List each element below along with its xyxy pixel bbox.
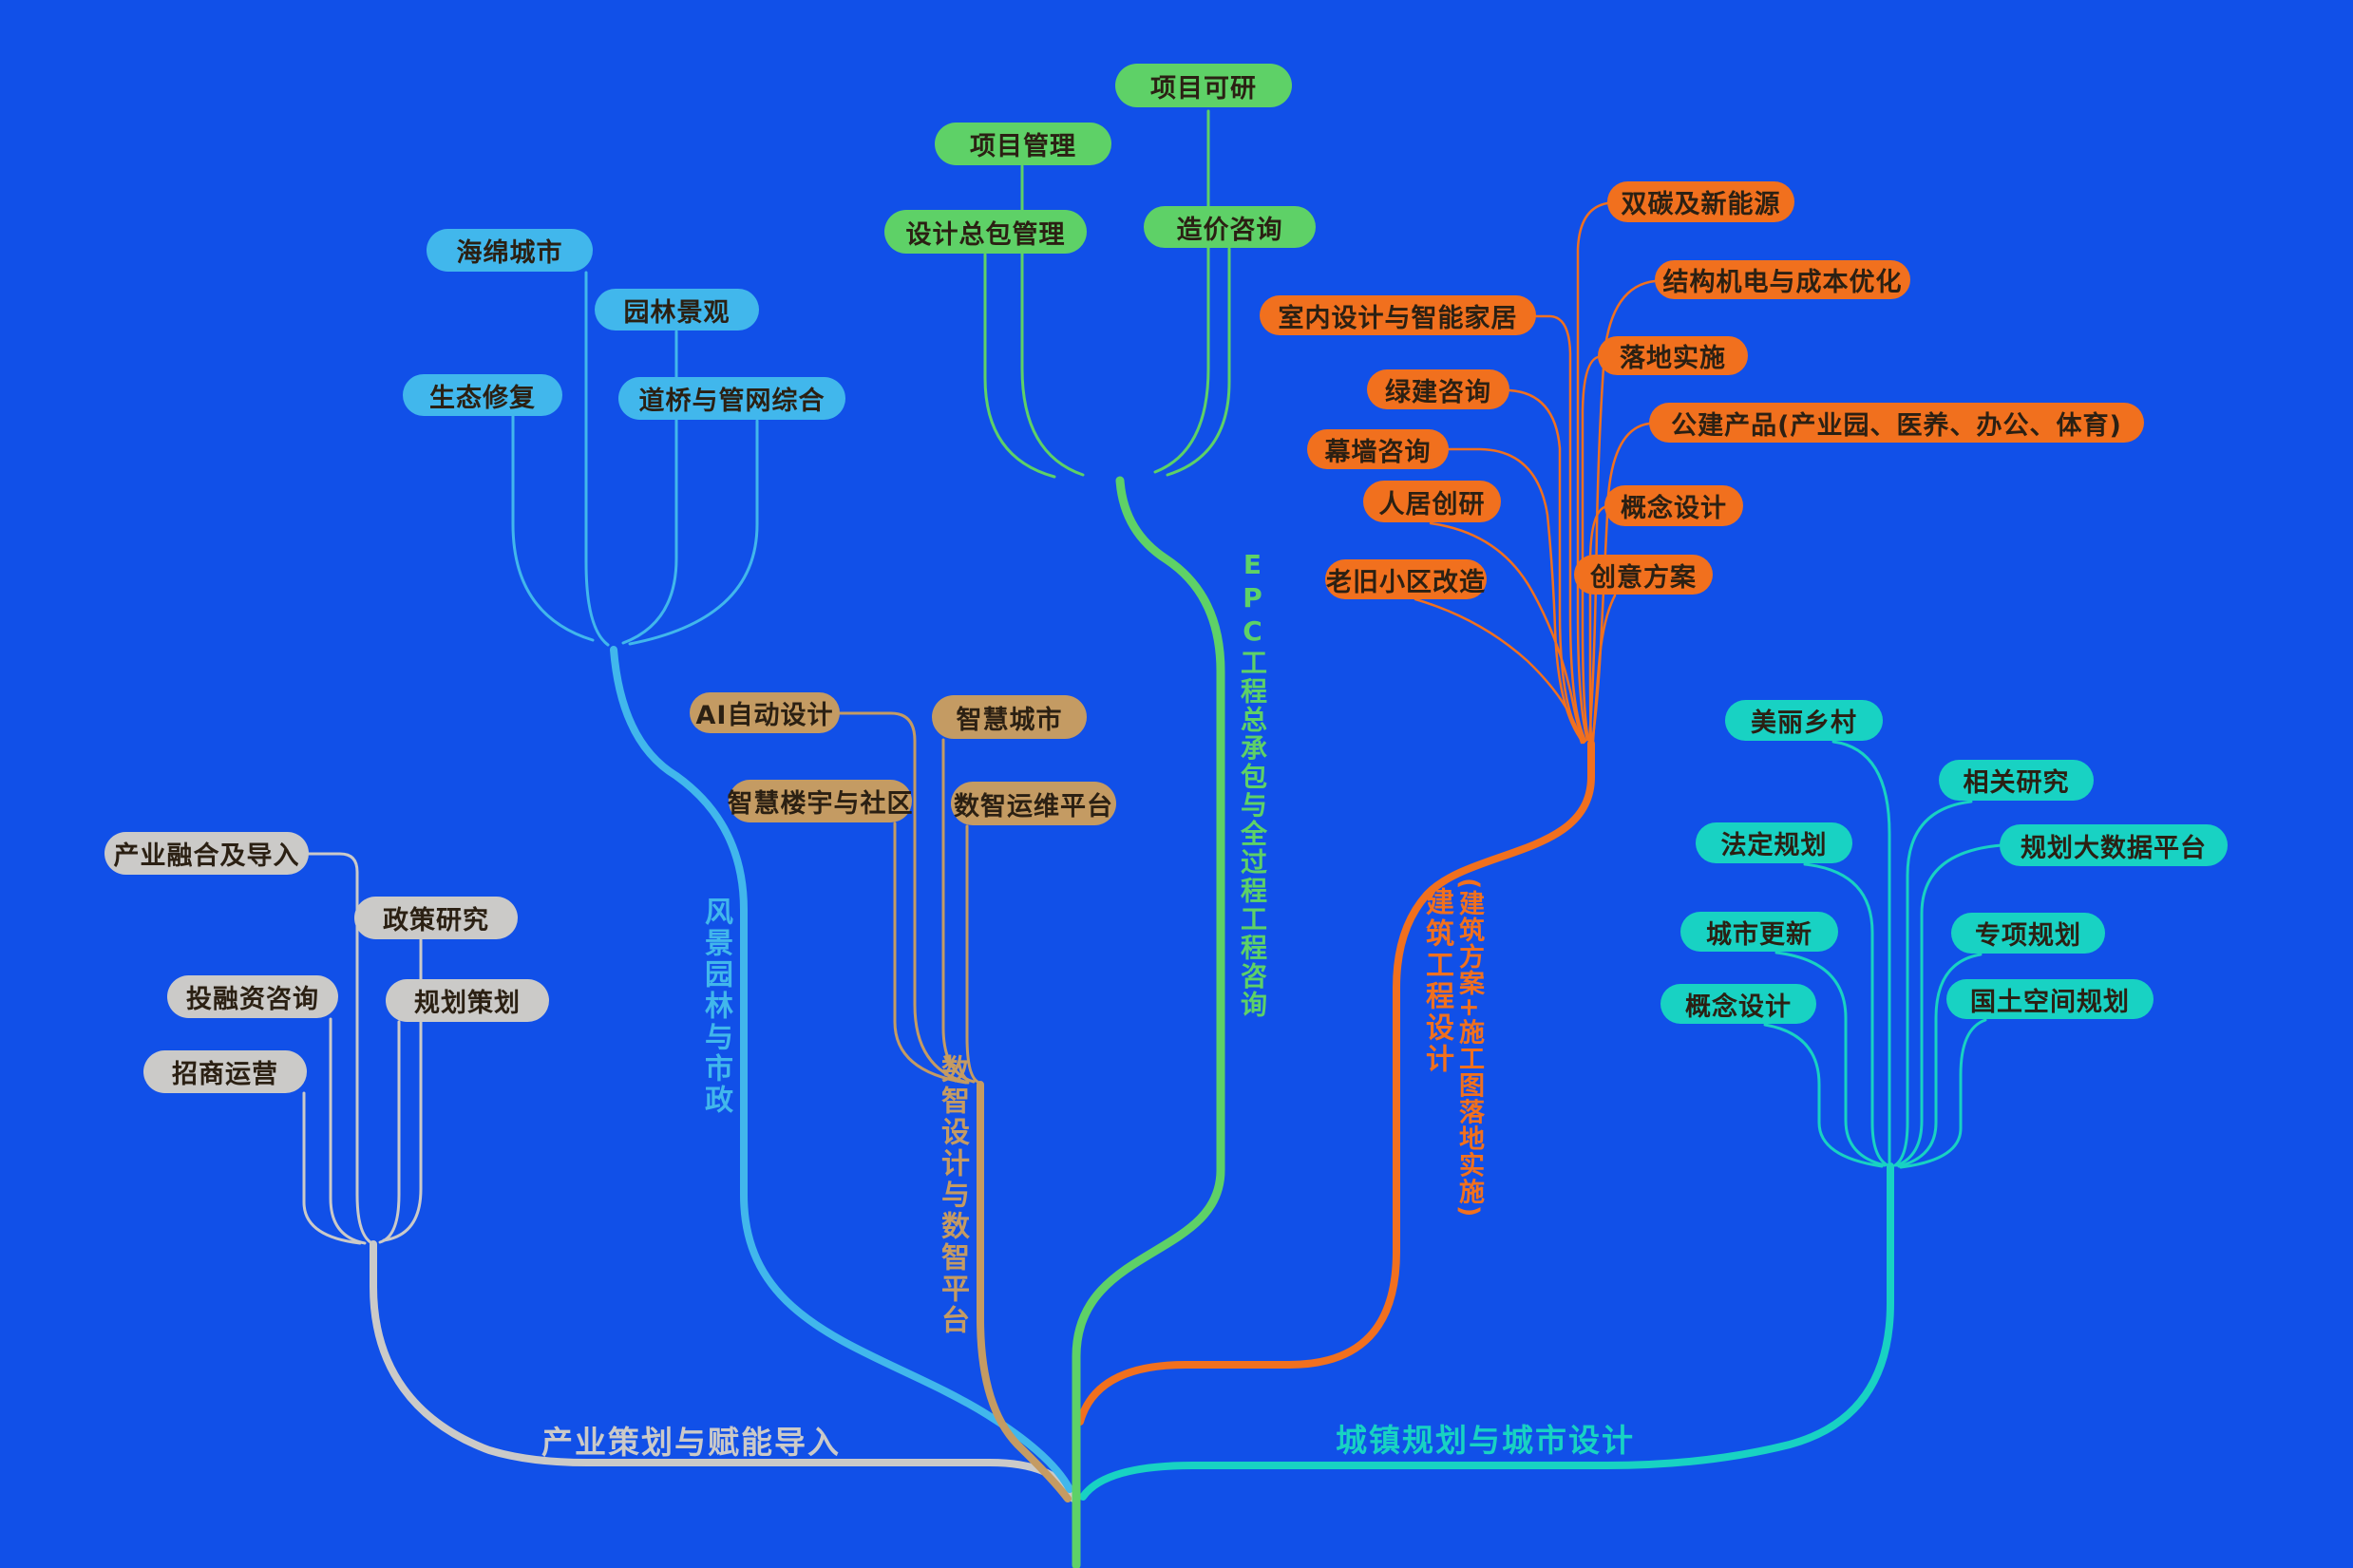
node-pill-architecture: 公建产品(产业园、医养、办公、体育) xyxy=(1649,403,2144,443)
node-pill-urban: 法定规划 xyxy=(1696,822,1852,863)
connector-line xyxy=(329,1017,367,1245)
branch-label-digital: 数智设计与数智平台 xyxy=(936,1054,969,1336)
connector-line xyxy=(941,738,976,1084)
landscape-branch-lines xyxy=(511,271,1073,1493)
connector-line xyxy=(1895,843,2003,1167)
node-pill-architecture: 落地实施 xyxy=(1598,336,1748,375)
node-pill-landscape: 道桥与管网综合 xyxy=(618,377,845,420)
node-pill-epc: 项目可研 xyxy=(1115,64,1292,107)
node-pill-digital: 智慧城市 xyxy=(932,695,1087,739)
branch-trunk-line xyxy=(610,646,1073,1493)
branch-label-urban: 城镇规划与城市设计 xyxy=(1336,1422,1635,1459)
connector-line xyxy=(1899,1018,1987,1169)
connector-line xyxy=(1414,597,1584,745)
node-pill-architecture: 创意方案 xyxy=(1574,555,1713,595)
connector-line xyxy=(1831,740,1891,1168)
node-pill-industry: 政策研究 xyxy=(354,897,518,939)
branch-trunk-line xyxy=(370,1240,1077,1502)
branch-trunk-line xyxy=(977,1081,1072,1502)
node-pill-industry: 规划策划 xyxy=(386,979,549,1022)
connector-line xyxy=(628,419,759,646)
urban-branch-lines xyxy=(1079,740,2003,1501)
node-pill-urban: 美丽乡村 xyxy=(1725,700,1883,741)
node-pill-urban: 规划大数据平台 xyxy=(2000,824,2228,866)
connector-line xyxy=(1763,1023,1884,1168)
main-trunk-line xyxy=(1072,476,1225,1568)
node-pill-landscape: 海绵城市 xyxy=(427,229,593,272)
node-pill-urban: 相关研究 xyxy=(1939,760,2094,801)
node-pill-architecture: 室内设计与智能家居 xyxy=(1260,295,1536,335)
node-pill-industry: 招商运营 xyxy=(143,1050,307,1093)
connector-line xyxy=(983,253,1056,479)
connector-line xyxy=(584,271,610,647)
branch-label-epc: EPC工程总承包与全过程工程咨询 xyxy=(1237,549,1268,1019)
connector-line xyxy=(1020,164,1085,477)
connector-line xyxy=(1587,279,1657,742)
branch-label-landscape: 风景园林与市政 xyxy=(699,897,732,1116)
node-pill-urban: 概念设计 xyxy=(1660,984,1816,1024)
connector-line xyxy=(306,852,372,1244)
branch-label-industry: 产业策划与赋能导入 xyxy=(541,1424,841,1461)
node-pill-digital: 智慧楼宇与社区 xyxy=(728,780,913,822)
node-pill-digital: 数智运维平台 xyxy=(951,782,1116,825)
connector-line xyxy=(838,711,970,1085)
connector-line xyxy=(893,822,968,1085)
digital-branch-lines xyxy=(838,711,1072,1502)
node-pill-architecture: 双碳及新能源 xyxy=(1607,181,1794,222)
node-pill-urban: 专项规划 xyxy=(1951,913,2105,954)
connector-line xyxy=(1581,355,1600,742)
connector-line xyxy=(511,414,595,642)
connector-line xyxy=(965,824,979,1084)
node-pill-architecture: 结构机电与成本优化 xyxy=(1655,260,1910,299)
node-pill-architecture: 概念设计 xyxy=(1604,485,1743,526)
node-pill-epc: 项目管理 xyxy=(935,123,1111,165)
connector-line xyxy=(1588,505,1606,743)
node-pill-architecture: 人居创研 xyxy=(1363,481,1501,522)
connector-line xyxy=(1166,247,1231,477)
connector-line xyxy=(621,330,678,645)
connector-line xyxy=(1153,109,1210,474)
node-pill-industry: 投融资咨询 xyxy=(167,975,338,1018)
node-pill-landscape: 生态修复 xyxy=(403,374,562,416)
node-pill-epc: 造价咨询 xyxy=(1144,206,1316,248)
node-pill-landscape: 园林景观 xyxy=(595,289,759,331)
node-pill-urban: 国土空间规划 xyxy=(1946,979,2154,1019)
branch-trunk-line xyxy=(1076,740,1595,1426)
connector-line xyxy=(1447,447,1584,744)
node-pill-urban: 城市更新 xyxy=(1680,912,1838,952)
node-pill-architecture: 幕墙咨询 xyxy=(1307,429,1449,469)
connector-line xyxy=(1591,594,1617,744)
connector-line xyxy=(382,937,423,1242)
connector-line xyxy=(378,1020,401,1244)
connector-line xyxy=(302,1091,362,1245)
connector-line xyxy=(1576,201,1609,742)
connector-line xyxy=(1803,862,1889,1167)
branch-trunk-line xyxy=(1079,1162,1894,1501)
architecture-branch-lines xyxy=(1076,201,1657,1426)
node-pill-epc: 设计总包管理 xyxy=(884,210,1087,254)
industry-branch-lines xyxy=(302,852,1077,1502)
node-pill-architecture: 绿建咨询 xyxy=(1367,369,1509,409)
epc-branch-lines xyxy=(983,109,1231,1568)
connector-line xyxy=(1893,800,1973,1167)
connector-line xyxy=(1534,314,1587,743)
branch-label-architecture: 建筑工程设计 xyxy=(1420,887,1453,1075)
node-pill-architecture: 老旧小区改造 xyxy=(1325,559,1487,599)
connector-line xyxy=(1774,951,1887,1167)
branch-sublabel-architecture: (建筑方案+施工图落地实施) xyxy=(1454,878,1484,1219)
connector-line xyxy=(1429,521,1585,745)
connector-line xyxy=(1897,953,1983,1168)
node-pill-digital: AI自动设计 xyxy=(690,692,840,733)
node-pill-industry: 产业融合及导入 xyxy=(104,832,309,875)
